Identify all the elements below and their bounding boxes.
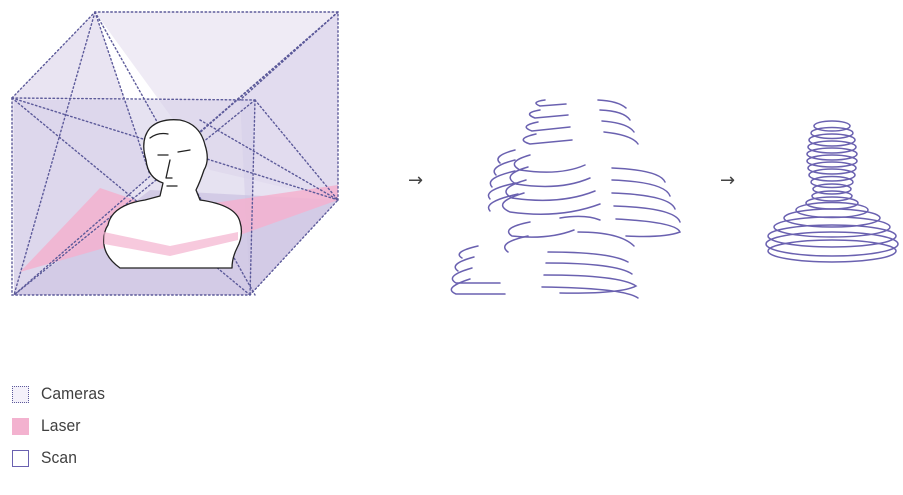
- merged-scan: [766, 121, 898, 262]
- legend-label-scan: Scan: [41, 447, 77, 469]
- right-arrow-icon: →: [720, 170, 735, 191]
- legend-label-laser: Laser: [41, 415, 81, 437]
- raw-scan-slices: [451, 100, 680, 298]
- capture-setup: [12, 12, 338, 295]
- legend-label-cameras: Cameras: [41, 383, 105, 405]
- laser-swatch-icon: [12, 418, 29, 435]
- scan-swatch-icon: [12, 450, 29, 467]
- right-arrow-icon: →: [408, 170, 423, 191]
- cameras-swatch-icon: [12, 386, 29, 403]
